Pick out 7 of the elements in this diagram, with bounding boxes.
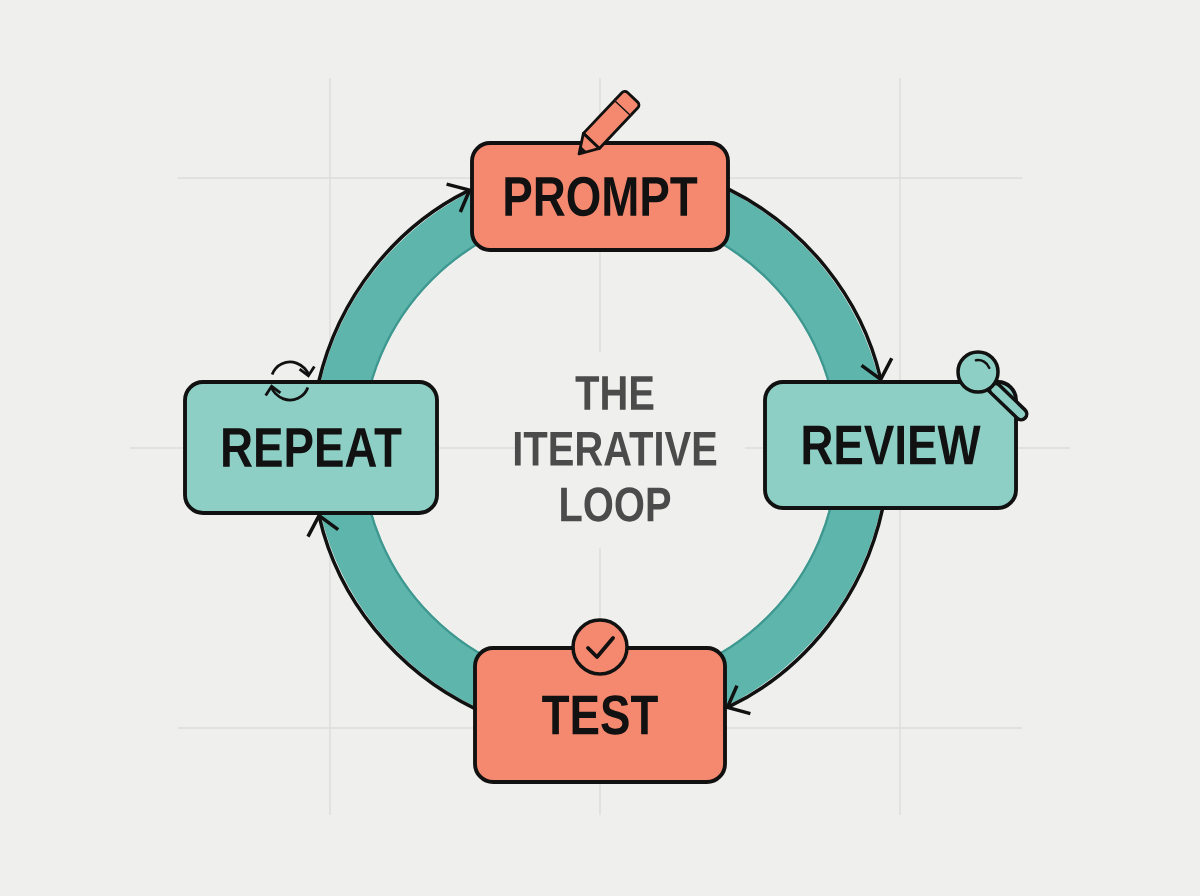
step-box: TEST — [473, 646, 727, 784]
step-box: PROMPT — [470, 141, 730, 252]
step-box: REPEAT — [183, 380, 439, 515]
curved-arrow — [726, 187, 894, 382]
diagram-title: THE ITERATIVE LOOP — [514, 376, 717, 522]
curved-arrow — [306, 513, 477, 711]
step-box: REVIEW — [763, 380, 1018, 510]
